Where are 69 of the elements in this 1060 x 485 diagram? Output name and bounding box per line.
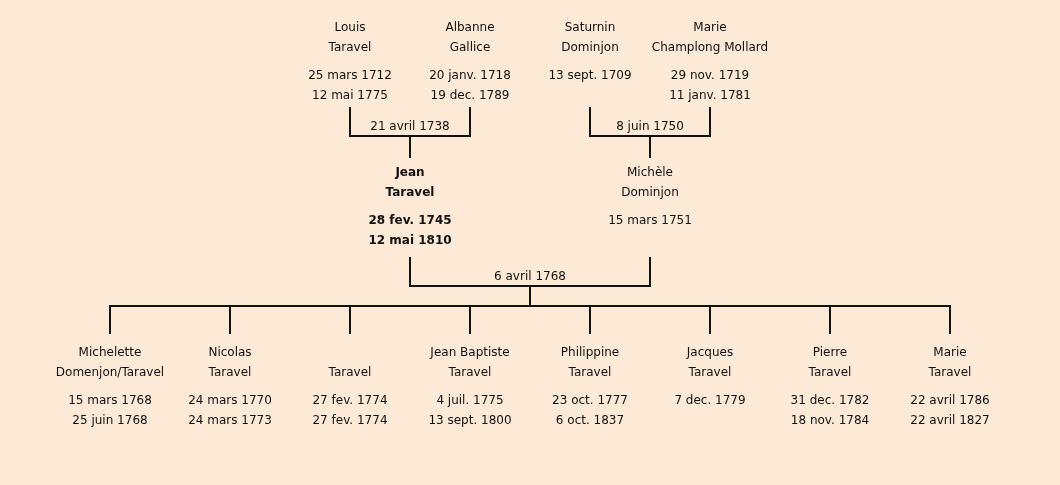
date-text: 31 dec. 1782 [790, 392, 870, 409]
connector-line [349, 107, 411, 137]
date-text: 28 fev. 1745 [368, 212, 452, 229]
person-name: Jean [395, 164, 425, 181]
date-text: 20 janv. 1718 [429, 67, 511, 84]
person-name: Pierre [812, 344, 848, 361]
person-name: Jacques [686, 344, 734, 361]
person-name: Philippine [560, 344, 620, 361]
date-text: 15 mars 1768 [68, 392, 152, 409]
person-name: Dominjon [561, 39, 619, 56]
date-text: 13 sept. 1800 [428, 412, 512, 429]
person-name: Taravel [928, 364, 972, 381]
connector-line [829, 305, 831, 334]
person-name: Marie [933, 344, 967, 361]
date-text: 24 mars 1770 [188, 392, 272, 409]
date-text: 11 janv. 1781 [669, 87, 751, 104]
date-text: 4 juil. 1775 [436, 392, 504, 409]
connector-line [409, 107, 471, 137]
person-name: Saturnin [564, 19, 616, 36]
connector-line [529, 257, 651, 287]
date-text: 22 avril 1786 [910, 392, 990, 409]
connector-line [589, 107, 651, 137]
person-name: Michèle [627, 164, 673, 181]
person-name: Taravel [328, 364, 372, 381]
date-text: 25 mars 1712 [308, 67, 392, 84]
person-name: Champlong Mollard [651, 39, 769, 56]
date-text: 12 mai 1775 [312, 87, 388, 104]
date-text: 7 dec. 1779 [674, 392, 746, 409]
connector-line [589, 305, 591, 334]
person-name: Louis [334, 19, 366, 36]
connector-line [949, 305, 951, 334]
person-name: Taravel [328, 39, 372, 56]
date-text: 25 juin 1768 [72, 412, 148, 429]
connector-line [469, 305, 471, 334]
person-name: Taravel [568, 364, 612, 381]
date-text: 15 mars 1751 [608, 212, 692, 229]
person-name: Taravel [688, 364, 732, 381]
date-text: 27 fev. 1774 [312, 392, 388, 409]
date-text: 22 avril 1827 [910, 412, 990, 429]
person-name: Domenjon/Taravel [55, 364, 165, 381]
person-name: Marie [693, 19, 727, 36]
person-name: Taravel [208, 364, 252, 381]
person-name: Michelette [78, 344, 142, 361]
connector-line [649, 107, 711, 137]
date-text: 18 nov. 1784 [790, 412, 870, 429]
person-name: Jean Baptiste [430, 344, 510, 361]
date-text: 29 nov. 1719 [670, 67, 750, 84]
person-name: Albanne [445, 19, 495, 36]
date-text: 12 mai 1810 [368, 232, 452, 249]
person-name: Taravel [448, 364, 492, 381]
connector-line [409, 257, 531, 287]
date-text: 13 sept. 1709 [548, 67, 632, 84]
person-name: Taravel [385, 184, 435, 201]
connector-line [649, 135, 651, 158]
connector-line [109, 305, 111, 334]
date-text: 24 mars 1773 [188, 412, 272, 429]
connector-line [409, 135, 411, 158]
person-name: Gallice [449, 39, 491, 56]
date-text: 27 fev. 1774 [312, 412, 388, 429]
person-name: Taravel [808, 364, 852, 381]
date-text: 19 dec. 1789 [430, 87, 510, 104]
connector-line [709, 305, 711, 334]
connector-line [229, 305, 231, 334]
connector-line [349, 305, 351, 334]
person-name: Nicolas [208, 344, 252, 361]
date-text: 6 oct. 1837 [555, 412, 625, 429]
connector-line [109, 285, 951, 307]
person-name: Dominjon [621, 184, 679, 201]
date-text: 23 oct. 1777 [552, 392, 628, 409]
